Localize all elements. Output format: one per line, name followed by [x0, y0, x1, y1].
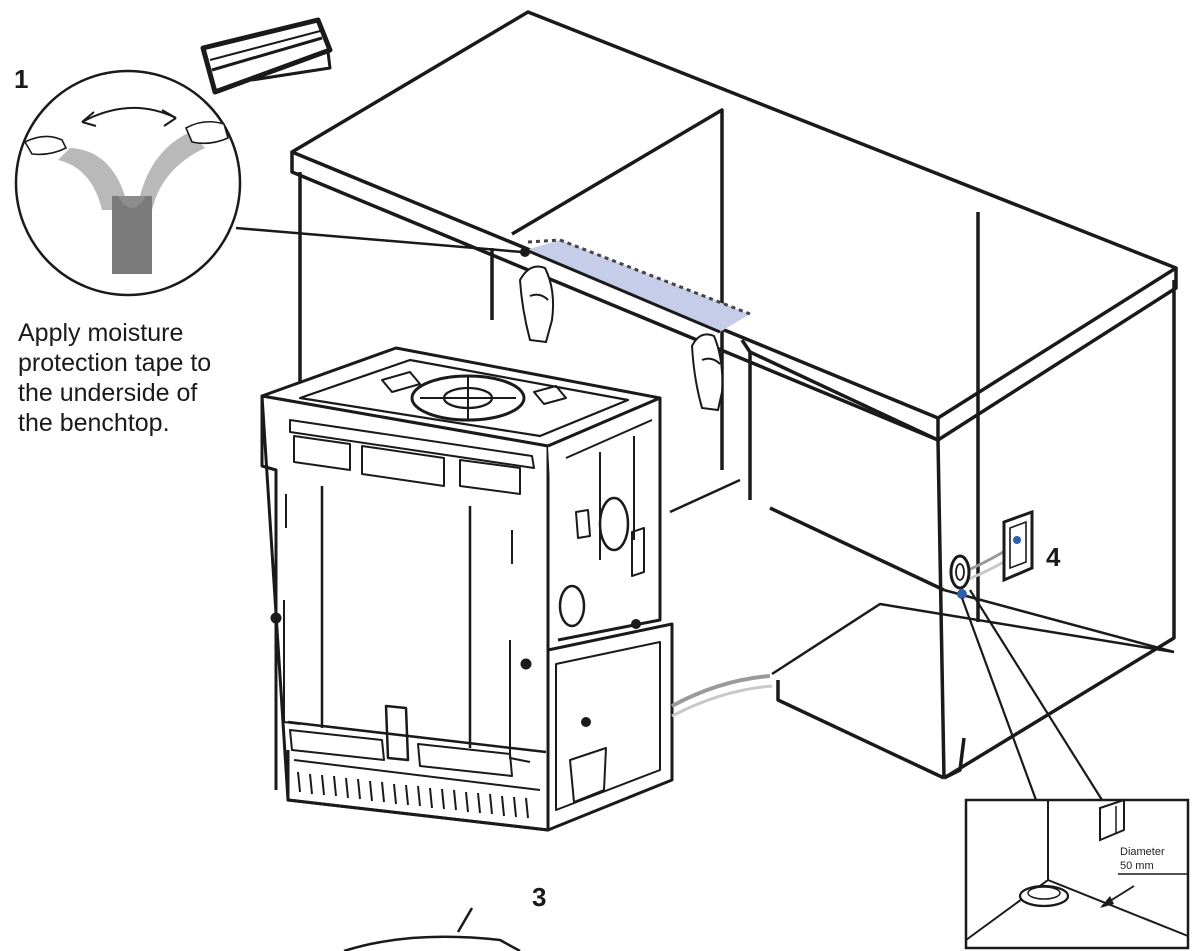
caption-line: the benchtop.: [18, 409, 170, 437]
detail-circle-3-partial: [343, 907, 521, 951]
wall-socket: [1002, 509, 1034, 583]
hands-applying-tape: [518, 265, 724, 412]
cabinet-hole: [949, 554, 971, 599]
moisture-tape-highlight: [520, 238, 751, 334]
detail-box-hole-diameter: [964, 798, 1190, 950]
step-number-3: 3: [532, 882, 547, 912]
tape-roll-illustration: [200, 17, 333, 95]
step-number-1: 1: [14, 64, 29, 94]
caption-line: protection tape to: [18, 349, 212, 377]
detail-circle-tape-folding: [14, 69, 242, 297]
dimension-label: Diameter: [1120, 846, 1165, 858]
step-number-4: 4: [1046, 542, 1061, 572]
tape-instruction-caption: Apply moisture protection tape to the un…: [18, 318, 211, 438]
leader-lines-hole: [960, 589, 1103, 801]
caption-line: Apply moisture: [18, 319, 184, 347]
dishwasher-unit: [260, 346, 674, 832]
caption-line: the underside of: [18, 379, 198, 407]
kitchen-cabinet: [290, 10, 1178, 780]
dimension-value: 50 mm: [1120, 860, 1154, 872]
